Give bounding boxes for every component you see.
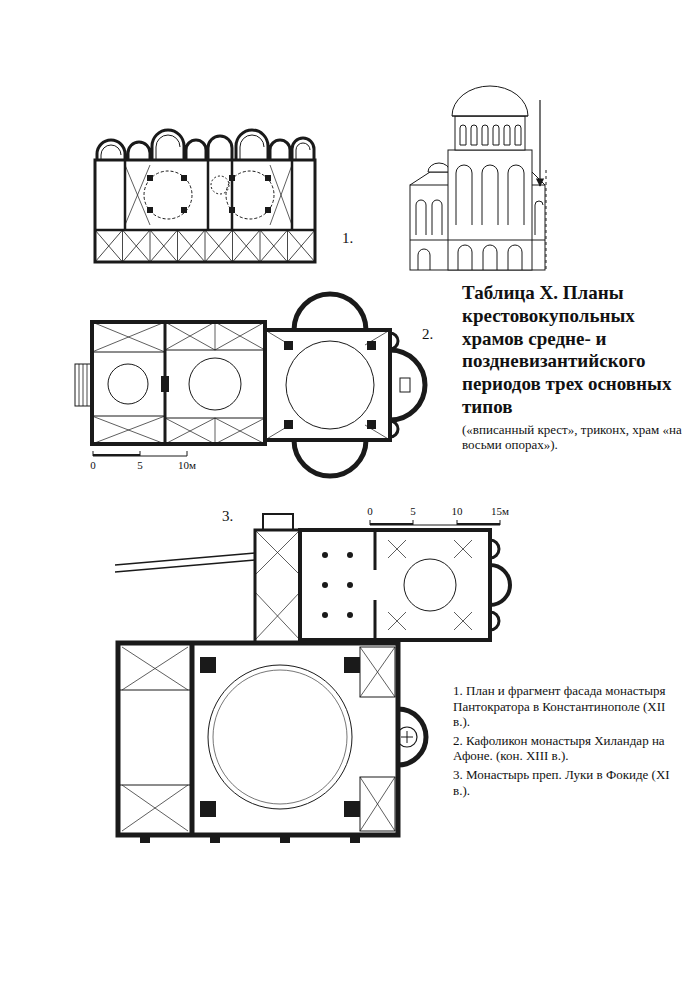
table-title: Таблица X. Планы крестовокупольных храмо… xyxy=(462,282,690,419)
figure-caption: 2. Кафоликон монастыря Хиландар на Афоне… xyxy=(453,733,673,764)
figure-number: 3. xyxy=(222,507,233,525)
scale-number: 0 xyxy=(90,459,96,472)
plan-hosios-loukas xyxy=(115,514,510,843)
scale-number: 10м xyxy=(178,459,196,472)
scale-number: 15м xyxy=(491,505,509,518)
figure-number: 1. xyxy=(342,229,353,247)
scale-number: 10 xyxy=(452,505,463,518)
scale-number: 5 xyxy=(410,505,416,518)
plan-hilandar xyxy=(75,294,425,476)
figure-caption: 1. План и фрагмент фасада монастыря Пант… xyxy=(453,683,673,730)
facade-elevation xyxy=(410,86,546,272)
scale-number: 0 xyxy=(367,505,373,518)
scale-number: 5 xyxy=(137,459,143,472)
figure-caption: 3. Монастырь преп. Луки в Фокиде (XI в.)… xyxy=(453,767,673,798)
table-subtitle: («вписанный крест», триконх, храм «на во… xyxy=(462,422,690,453)
plan-pantokrator xyxy=(95,130,315,262)
figure-number: 2. xyxy=(422,325,433,343)
